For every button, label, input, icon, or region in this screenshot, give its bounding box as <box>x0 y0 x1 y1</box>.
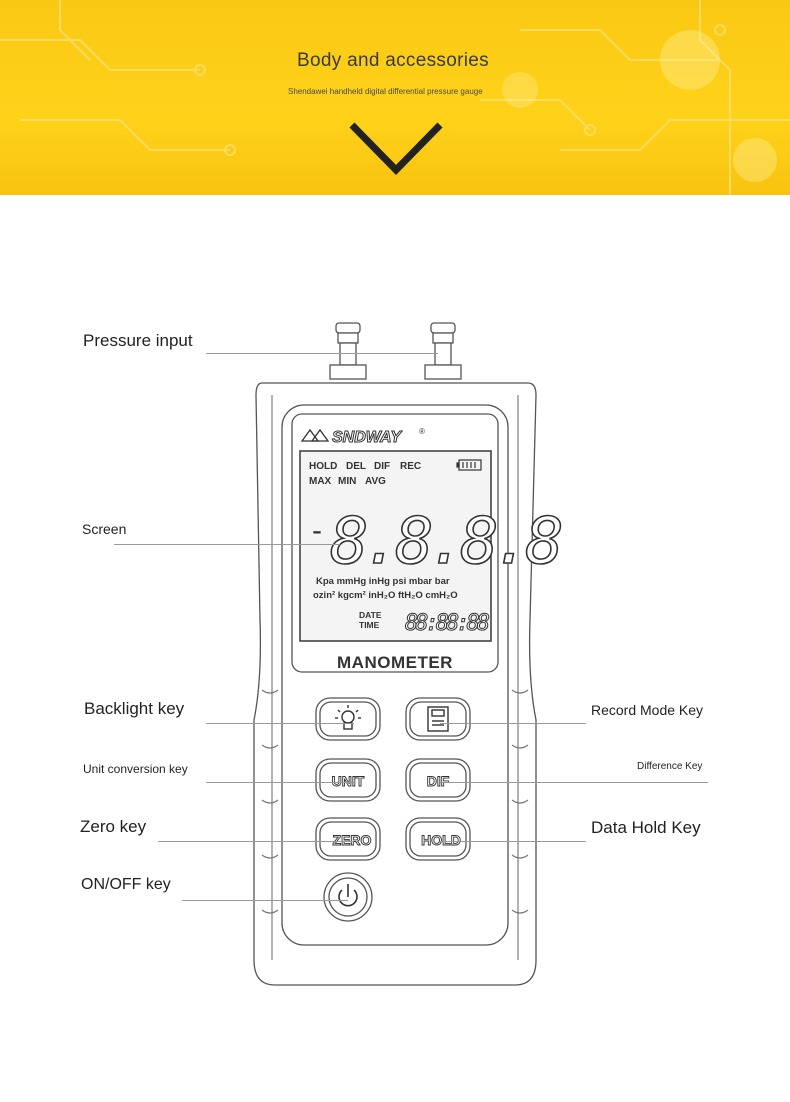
unit-key-label: UNIT <box>332 773 365 789</box>
callout-line-record-mode-key <box>440 723 586 724</box>
chevron-down-icon <box>349 122 443 176</box>
zero-key-label: ZERO <box>333 832 372 848</box>
lcd-units-row2: ozin² kgcm² inH₂O ftH₂O cmH₂O <box>313 590 458 601</box>
callout-line-screen <box>114 544 340 545</box>
lcd-screen <box>299 450 492 642</box>
callout-record-mode-key: Record Mode Key <box>591 702 704 718</box>
lcd-clock-digits: 88:88:88 <box>405 611 490 636</box>
callout-line-zero-key <box>158 841 354 842</box>
lcd-indicator-max: MAX <box>309 476 332 487</box>
lcd-minus-sign: - <box>312 514 322 547</box>
callout-line-difference-key <box>440 782 708 783</box>
pressure-nozzle-left <box>329 322 367 380</box>
callout-line-on-off-key <box>182 900 348 901</box>
callout-pressure-input: Pressure input <box>83 331 193 350</box>
callout-data-hold-key: Data Hold Key <box>591 818 701 837</box>
dif-key-label: DIF <box>427 773 450 789</box>
lcd-units-row1: Kpa mmHg inHg psi mbar bar <box>316 576 450 587</box>
pressure-nozzle-right <box>424 322 462 380</box>
callout-backlight-key: Backlight key <box>84 699 185 718</box>
save-icon <box>427 706 449 732</box>
callout-line-data-hold-key <box>440 841 586 842</box>
battery-icon <box>456 459 482 471</box>
callout-on-off-key: ON/OFF key <box>81 876 171 893</box>
callout-line-pressure-input <box>206 353 438 354</box>
lcd-main-digits: 8.8.8.8 <box>330 505 561 579</box>
lcd-date-label: DATE <box>359 610 382 620</box>
lcd-time-label: TIME <box>359 620 380 630</box>
callout-unit-conversion-key: Unit conversion key <box>83 762 188 776</box>
callout-zero-key: Zero key <box>80 817 147 836</box>
callout-difference-key: Difference Key <box>637 761 703 772</box>
callout-screen: Screen <box>82 521 127 537</box>
lcd-indicator-min: MIN <box>338 476 356 487</box>
circuit-background <box>0 0 790 195</box>
power-icon <box>338 884 358 907</box>
lcd-indicator-avg: AVG <box>365 476 386 487</box>
lcd-indicator-rec: REC <box>400 461 421 472</box>
brand-logo: SNDWAY ® <box>300 427 425 447</box>
brand-name: SNDWAY <box>332 429 402 446</box>
callout-line-unit-conversion-key <box>206 782 354 783</box>
hold-key-label: HOLD <box>421 832 461 848</box>
device-name: MANOMETER <box>337 653 453 672</box>
lcd-indicator-dif: DIF <box>374 461 390 472</box>
banner-title: Body and accessories <box>297 50 489 71</box>
svg-text:®: ® <box>419 427 425 436</box>
header-banner: Body and accessories Shendawei handheld … <box>0 0 790 195</box>
lcd-indicator-del: DEL <box>346 461 366 472</box>
lcd-indicator-hold: HOLD <box>309 461 337 472</box>
callout-line-backlight-key <box>206 723 354 724</box>
banner-subtitle: Shendawei handheld digital differential … <box>288 87 483 96</box>
